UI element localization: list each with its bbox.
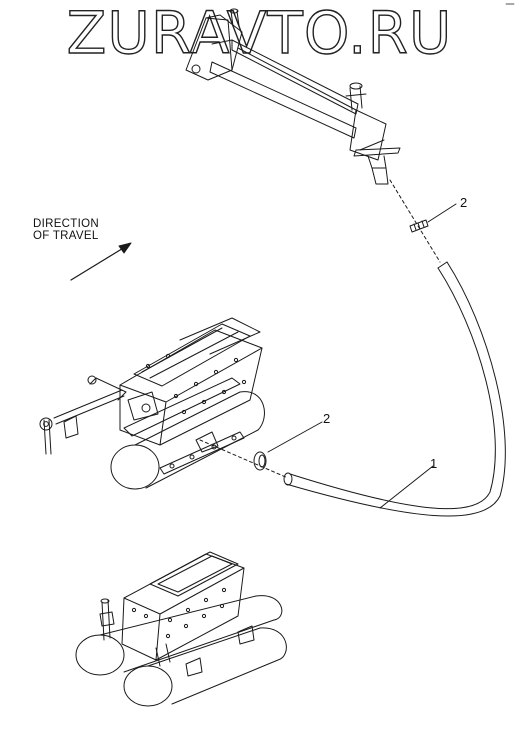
hopper-assembly-lower xyxy=(75,551,287,707)
direction-label-line2: OF TRAVEL xyxy=(33,230,99,242)
upper-mount-bracket xyxy=(185,8,401,185)
callout-2-mid: 2 xyxy=(323,411,331,426)
watermark-logo: ZURAVTO.RU xyxy=(66,0,453,67)
hose xyxy=(283,261,506,517)
centerline-lower xyxy=(199,439,289,479)
hopper-assembly-upper xyxy=(39,317,265,490)
callout-2-top: 2 xyxy=(460,195,468,210)
direction-label-line1: DIRECTION xyxy=(33,218,99,230)
centerline-top xyxy=(389,179,441,263)
hose-clamp-top xyxy=(409,203,457,233)
callout-1: 1 xyxy=(430,456,438,471)
direction-of-travel-label: DIRECTION OF TRAVEL xyxy=(33,218,99,242)
hose-clamp-lower xyxy=(253,421,323,471)
direction-arrow xyxy=(70,242,132,281)
